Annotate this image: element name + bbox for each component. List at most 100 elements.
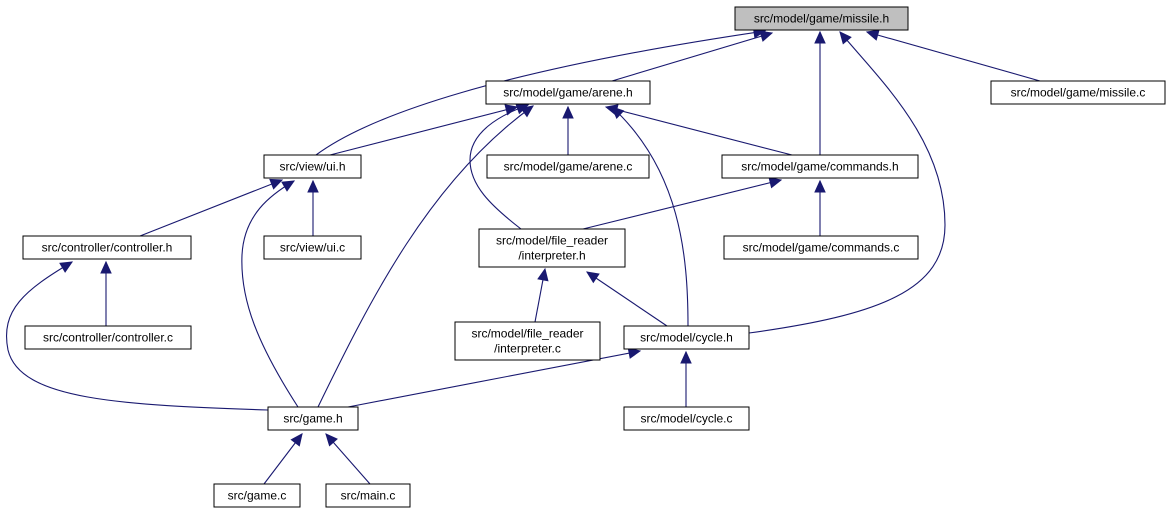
edge-line xyxy=(611,106,689,327)
edge-main_c-to-game_h xyxy=(325,433,371,485)
node-label: src/game.h xyxy=(283,412,342,426)
node-box xyxy=(486,154,650,179)
node-label: src/controller/controller.h xyxy=(42,241,173,255)
edge-arrowhead xyxy=(520,105,534,118)
node-box xyxy=(263,154,362,179)
edges-layer xyxy=(6,26,1041,485)
edge-line xyxy=(241,180,299,408)
node-cycle-c[interactable]: src/model/cycle.c xyxy=(623,406,750,431)
node-label: src/model/game/commands.c xyxy=(743,241,900,255)
node-box xyxy=(990,80,1166,105)
node-controller-c[interactable]: src/controller/controller.c xyxy=(24,325,192,350)
edge-arrowhead xyxy=(611,106,625,120)
edge-ui_c-to-ui_h xyxy=(307,179,319,236)
edge-line xyxy=(866,31,1041,82)
edge-line xyxy=(586,271,668,327)
edge-line xyxy=(329,106,518,156)
node-label: src/controller/controller.c xyxy=(43,331,173,345)
edge-arrowhead xyxy=(585,271,600,284)
node-ui-c[interactable]: src/view/ui.c xyxy=(263,235,362,260)
node-box xyxy=(325,483,411,508)
node-label: src/view/ui.c xyxy=(280,241,345,255)
node-missile-h[interactable]: src/model/game/missile.h xyxy=(734,6,909,31)
edge-line xyxy=(317,105,534,408)
node-label: src/main.c xyxy=(341,489,396,503)
node-label: src/model/file_reader xyxy=(496,234,608,248)
edge-interpreter_h-to-commands_h xyxy=(582,177,783,230)
edge-arrowhead xyxy=(537,267,549,282)
node-game-c[interactable]: src/game.c xyxy=(213,483,301,508)
node-label: src/game.c xyxy=(228,489,287,503)
node-label: src/view/ui.h xyxy=(279,160,345,174)
node-box xyxy=(213,483,301,508)
edge-arrowhead xyxy=(59,261,74,273)
edge-game_h-to-ui_h xyxy=(241,180,299,408)
node-arene-c[interactable]: src/model/game/arene.c xyxy=(486,154,650,179)
node-label: src/model/file_reader xyxy=(471,327,583,341)
edge-line xyxy=(469,104,529,230)
node-label: src/model/game/missile.h xyxy=(754,12,889,26)
node-ui-h[interactable]: src/view/ui.h xyxy=(263,154,362,179)
node-interpreter-h[interactable]: src/model/file_reader/interpreter.h xyxy=(478,228,626,268)
edge-game_c-to-game_h xyxy=(263,433,303,485)
edge-arene_c-to-arene_h xyxy=(562,105,574,155)
edge-cycle_c-to-cycle_h xyxy=(680,350,692,407)
node-commands-c[interactable]: src/model/game/commands.c xyxy=(723,235,919,260)
edge-line xyxy=(582,179,782,230)
edge-arrowhead xyxy=(307,179,319,193)
edge-cycle_h-to-missile_h xyxy=(748,31,946,334)
edge-arrowhead xyxy=(100,260,112,274)
edge-line xyxy=(748,31,946,334)
edge-arrowhead xyxy=(290,433,303,447)
edge-line xyxy=(611,32,773,82)
edge-arrowhead xyxy=(759,30,774,42)
node-box xyxy=(267,406,359,431)
node-label: src/model/game/arene.c xyxy=(504,160,633,174)
edge-arrowhead xyxy=(814,179,826,193)
node-missile-c[interactable]: src/model/game/missile.c xyxy=(990,80,1166,105)
edge-arrowhead xyxy=(839,31,852,45)
node-box xyxy=(623,406,750,431)
edge-missile_c-to-missile_h xyxy=(865,29,1041,82)
node-cycle-h[interactable]: src/model/cycle.h xyxy=(623,325,750,350)
node-controller-h[interactable]: src/controller/controller.h xyxy=(22,235,192,260)
node-commands-h[interactable]: src/model/game/commands.h xyxy=(721,154,919,179)
node-label: src/model/cycle.c xyxy=(640,412,732,426)
node-label: /interpreter.c xyxy=(494,342,561,356)
edge-line xyxy=(6,261,269,411)
edge-arrowhead xyxy=(814,30,826,44)
node-box xyxy=(734,6,909,31)
edge-controller_h-to-ui_h xyxy=(139,178,284,237)
edge-game_h-to-arene_h xyxy=(317,105,534,408)
node-main-c[interactable]: src/main.c xyxy=(325,483,411,508)
node-arene-h[interactable]: src/model/game/arene.h xyxy=(485,80,651,105)
node-box xyxy=(263,235,362,260)
edge-cycle_h-to-interpreter_h xyxy=(585,271,668,327)
edge-arrowhead xyxy=(865,29,880,41)
node-box xyxy=(454,321,601,361)
node-box xyxy=(22,235,192,260)
node-label: /interpreter.h xyxy=(518,249,585,263)
nodes-layer: src/model/game/missile.h src/model/game/a… xyxy=(22,6,1166,508)
edge-line xyxy=(605,106,793,156)
node-label: src/model/game/commands.h xyxy=(741,160,898,174)
edge-controller_c-to-controller_h xyxy=(100,260,112,326)
edge-arrowhead xyxy=(562,105,574,119)
edge-commands_h-to-missile_h xyxy=(814,30,826,155)
edge-line xyxy=(139,179,283,237)
edge-arrowhead xyxy=(325,433,338,447)
node-interpreter-c[interactable]: src/model/file_reader/interpreter.c xyxy=(454,321,601,361)
node-label: src/model/cycle.h xyxy=(640,331,733,345)
edge-arrowhead xyxy=(768,177,783,189)
edge-commands_c-to-commands_h xyxy=(814,179,826,236)
edge-cycle_h-to-arene_h xyxy=(611,106,689,327)
node-box xyxy=(24,325,192,350)
edge-arrowhead xyxy=(281,180,296,192)
node-box xyxy=(623,325,750,350)
node-game-h[interactable]: src/game.h xyxy=(267,406,359,431)
node-box xyxy=(478,228,626,268)
node-label: src/model/game/missile.c xyxy=(1011,86,1146,100)
node-label: src/model/game/arene.h xyxy=(503,86,632,100)
node-box xyxy=(485,80,651,105)
